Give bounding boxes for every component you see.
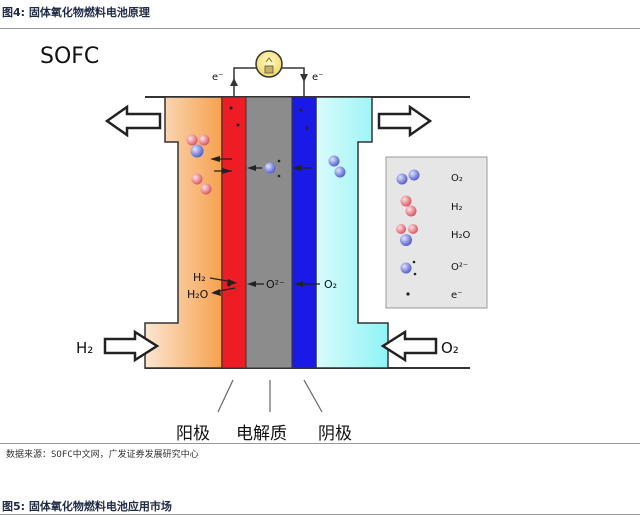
- oxidant-chamber: [315, 96, 389, 369]
- diagram-title: SOFC: [40, 44, 99, 69]
- anode-leader-line: [217, 379, 234, 413]
- legend-item-h2-label: H₂: [451, 202, 463, 213]
- oxidant-inlet-label: O₂: [441, 339, 459, 357]
- oxidant-inlet-arrow-icon: [380, 329, 438, 363]
- exhaust-arrow-right-icon: [377, 104, 433, 138]
- source-divider: [0, 443, 640, 444]
- legend-item-o2-label: O₂: [451, 173, 463, 184]
- legend-electron-icon: [406, 292, 410, 296]
- fuel-inlet-label: H₂: [76, 339, 93, 357]
- reaction-arrow-icon: [247, 281, 256, 287]
- legend-box: O₂ H₂ H₂O O²⁻ e⁻: [385, 156, 488, 309]
- figure-4-caption: 图4: 固体氧化物燃料电池原理: [2, 6, 150, 19]
- flow-arrow-icon: [247, 165, 256, 171]
- reaction-o2-label: O₂: [324, 278, 337, 291]
- external-circuit-wire: [233, 67, 305, 97]
- cathode-layer: [291, 96, 317, 369]
- figure-5-caption: 图5: 固体氧化物燃料电池应用市场: [2, 500, 172, 513]
- flow-arrow-icon: [222, 168, 232, 174]
- electron-label-right: e⁻: [312, 72, 323, 83]
- legend-item-electron-label: e⁻: [451, 290, 462, 301]
- electrolyte-layer: [245, 96, 293, 369]
- circuit-arrow-down-icon: [300, 74, 308, 82]
- sofc-diagram: SOFC e⁻ e⁻ H₂ O₂: [40, 44, 488, 444]
- h2o-molecule-icon: [186, 134, 210, 158]
- o2-molecule-icon: [328, 155, 346, 178]
- legend-oxide-ion-icon: [400, 260, 417, 276]
- caption-divider-top: [0, 28, 640, 29]
- reaction-h2-label: H₂: [193, 271, 206, 284]
- fuel-inlet-arrow-icon: [103, 329, 160, 363]
- cathode-leader-line: [303, 379, 323, 413]
- fuel-chamber: [144, 96, 223, 369]
- reaction-arrow-icon: [294, 281, 303, 287]
- data-source-note: 数据来源：SOFC中文网，广发证券发展研究中心: [6, 450, 199, 460]
- legend-item-oxide-ion-label: O²⁻: [451, 262, 468, 273]
- reaction-h2o-label: H₂O: [187, 288, 209, 301]
- cathode-label: 阴极: [318, 424, 352, 444]
- legend-o2-icon: [396, 169, 420, 185]
- oxide-ion-icon: [264, 159, 281, 178]
- electron-label-left: e⁻: [212, 72, 223, 83]
- circuit-arrow-up-icon: [230, 78, 238, 86]
- legend-item-h2o-label: H₂O: [451, 230, 471, 241]
- flow-arrow-icon: [292, 165, 301, 171]
- reaction-arrow-icon: [211, 289, 221, 296]
- anode-label: 阳极: [176, 424, 210, 444]
- reaction-oxide-ion-label: O²⁻: [266, 278, 285, 291]
- anode-layer: [221, 96, 247, 369]
- reaction-arrow-icon: [227, 279, 237, 286]
- h2-molecule-icon: [191, 173, 212, 195]
- light-bulb-icon: [255, 50, 283, 78]
- legend-h2o-icon: [396, 224, 418, 246]
- caption-divider-bottom: [0, 514, 640, 515]
- electrolyte-label: 电解质: [236, 424, 287, 444]
- exhaust-arrow-left-icon: [104, 104, 162, 138]
- legend-h2-icon: [400, 195, 417, 217]
